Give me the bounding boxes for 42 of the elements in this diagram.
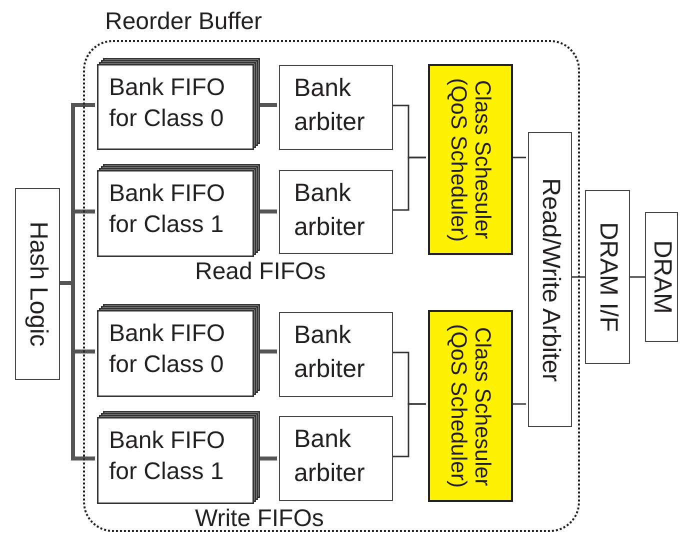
fifo-label: Bank FIFO for Class 0 bbox=[109, 319, 226, 380]
arbiter-box bbox=[279, 416, 393, 501]
section-label: Read FIFOs bbox=[195, 258, 326, 286]
connector-line bbox=[391, 403, 426, 458]
group-title: Reorder Buffer bbox=[105, 8, 262, 36]
vertical-box bbox=[528, 132, 572, 427]
vertical-label: DRAM bbox=[648, 240, 676, 314]
stacked-fifo-box bbox=[97, 164, 260, 257]
vertical-box bbox=[585, 190, 630, 364]
vertical-label: Class Schesuler (QoS Scheduler) bbox=[446, 76, 495, 244]
fifo-label: Bank FIFO for Class 1 bbox=[109, 426, 226, 488]
reorder-buffer-boundary bbox=[83, 40, 580, 532]
connector-line bbox=[511, 156, 526, 158]
connector-line bbox=[570, 276, 585, 278]
scheduler-box bbox=[428, 310, 513, 502]
stacked-fifo-box bbox=[97, 411, 260, 504]
connector-line bbox=[258, 103, 277, 107]
connector-line bbox=[258, 350, 277, 354]
arbiter-box bbox=[279, 312, 393, 397]
fifo-label: Bank FIFO for Class 0 bbox=[109, 73, 226, 134]
connector-line bbox=[391, 156, 426, 211]
arbiter-box bbox=[279, 65, 393, 150]
connector-line bbox=[511, 403, 526, 405]
arbiter-label: Bank arbiter bbox=[294, 73, 366, 138]
vertical-label: Class Schesuler (QoS Scheduler) bbox=[446, 323, 495, 490]
arbiter-label: Bank arbiter bbox=[294, 178, 366, 243]
section-label: Write FIFOs bbox=[195, 505, 324, 533]
stacked-fifo-box bbox=[97, 58, 260, 150]
scheduler-box bbox=[428, 64, 513, 255]
vertical-label: Read/Write Arbiter bbox=[536, 178, 564, 382]
arbiter-label: Bank arbiter bbox=[294, 320, 366, 385]
connector-line bbox=[630, 276, 645, 278]
connector-line bbox=[258, 456, 277, 460]
arbiter-label: Bank arbiter bbox=[294, 424, 366, 489]
fifo-label: Bank FIFO for Class 1 bbox=[109, 179, 226, 240]
vertical-box bbox=[645, 212, 678, 342]
connector-line bbox=[258, 210, 277, 214]
vertical-label: DRAM I/F bbox=[594, 222, 622, 332]
vertical-box bbox=[15, 188, 60, 380]
arbiter-box bbox=[279, 170, 393, 254]
vertical-label: Hash Logic bbox=[24, 221, 52, 347]
stacked-fifo-box bbox=[97, 304, 260, 397]
